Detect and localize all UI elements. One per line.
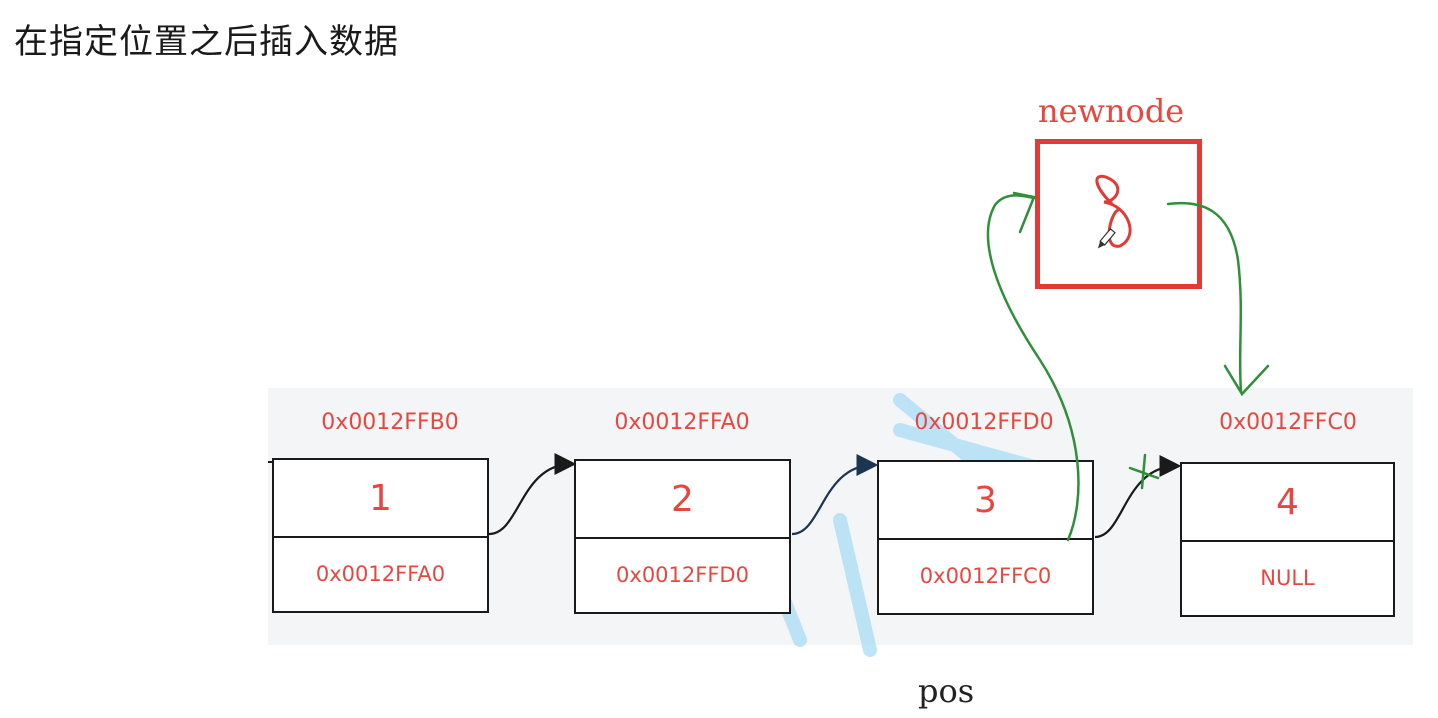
node-2: 2 0x0012FFD0 (574, 459, 791, 614)
node-1-value: 1 (274, 460, 487, 538)
node-2-address: 0x0012FFA0 (614, 410, 750, 435)
node-2-value: 2 (576, 461, 789, 539)
node-3-value: 3 (879, 462, 1092, 540)
node-4-value: 4 (1182, 464, 1393, 542)
node-3-address: 0x0012FFD0 (914, 410, 1054, 435)
node-1-next: 0x0012FFA0 (315, 561, 446, 586)
link-arrow-2-3 (791, 454, 879, 536)
link-arrow-3-4 (1094, 455, 1182, 539)
node-1-address: 0x0012FFB0 (321, 410, 459, 435)
node-4: 4 NULL (1180, 462, 1395, 617)
newnode-label: newnode (1038, 92, 1185, 130)
green-arrow-node3-to-newnode (986, 194, 1080, 542)
green-arrow-newnode-to-node4 (1166, 201, 1243, 394)
newnode-box (1035, 139, 1202, 289)
node-3-next: 0x0012FFC0 (919, 563, 1052, 588)
node-4-address: 0x0012FFC0 (1219, 410, 1357, 435)
node-3: 3 0x0012FFC0 (877, 460, 1094, 615)
node-2-next: 0x0012FFD0 (616, 562, 749, 587)
node-1: 1 0x0012FFA0 (272, 458, 489, 613)
link-arrow-1-2 (488, 453, 577, 536)
pos-label: pos (918, 672, 975, 710)
node-4-next: NULL (1260, 565, 1315, 590)
green-arrowhead-newnode (1012, 191, 1036, 234)
green-arrowhead-node4 (1223, 364, 1270, 397)
newnode-scribble (1095, 174, 1132, 248)
cross-mark (1128, 453, 1160, 490)
page-title: 在指定位置之后插入数据 (14, 22, 399, 62)
pen-cursor-icon (1097, 228, 1116, 249)
